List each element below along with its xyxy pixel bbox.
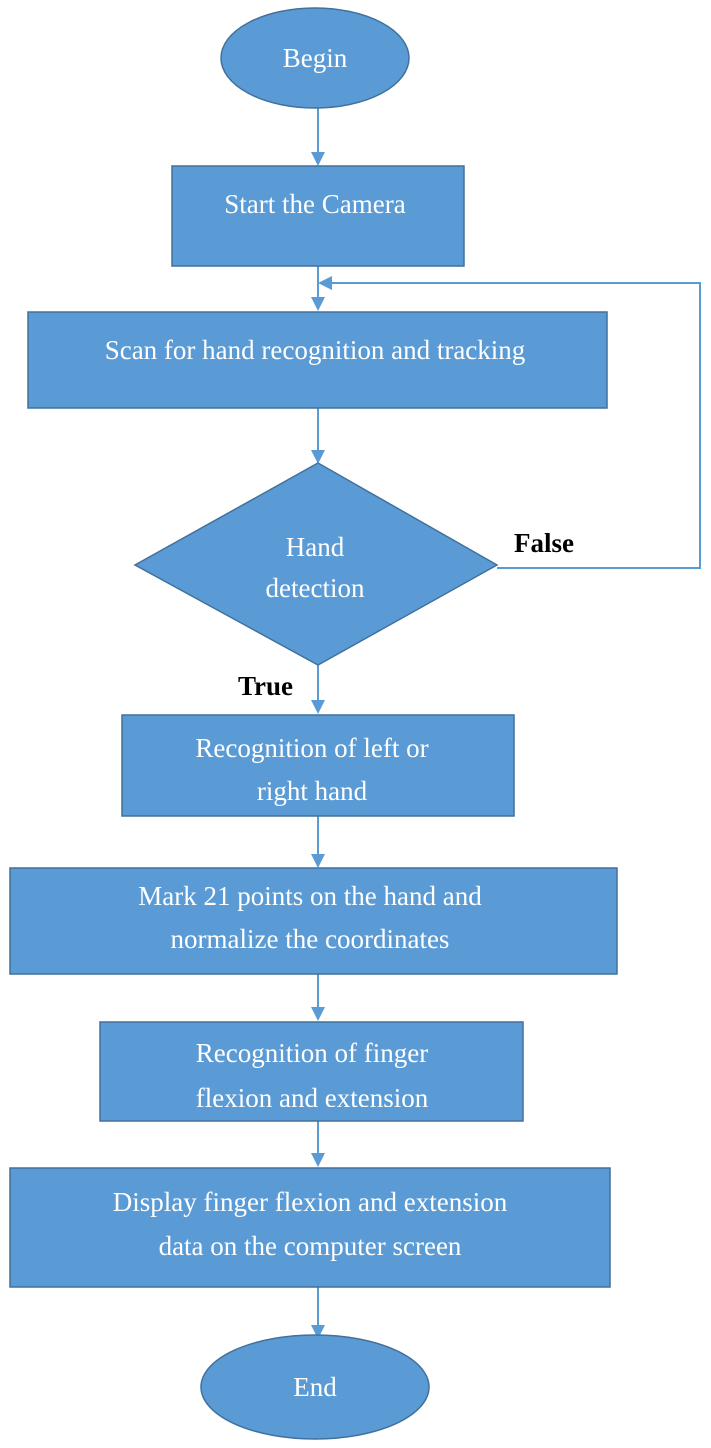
begin-node: Begin <box>220 7 410 109</box>
scan-label: Scan for hand recognition and tracking <box>105 335 526 365</box>
display-box <box>9 1167 611 1288</box>
start-camera-box <box>171 165 465 267</box>
recognition-lr-node: Recognition of left or right hand <box>121 714 515 817</box>
display-label-line2: data on the computer screen <box>159 1231 462 1261</box>
hand-detection-node: Hand detection <box>133 462 499 666</box>
arrowhead <box>318 276 332 290</box>
hand-detection-diamond <box>133 462 499 666</box>
arrowhead <box>311 450 325 464</box>
arrowhead <box>311 700 325 714</box>
arrowhead <box>311 297 325 311</box>
begin-label: Begin <box>283 43 348 73</box>
begin-ellipse <box>220 7 410 109</box>
end-node: End <box>200 1334 430 1440</box>
mark-points-label-line2: normalize the coordinates <box>171 924 450 954</box>
arrowhead <box>311 1325 325 1339</box>
mark-points-box <box>9 867 618 975</box>
end-ellipse <box>200 1334 430 1440</box>
arrowhead <box>311 1007 325 1021</box>
arrowhead <box>311 1153 325 1167</box>
recognition-lr-label-line1: Recognition of left or <box>195 733 428 763</box>
end-label: End <box>293 1372 337 1402</box>
finger-recognition-node: Recognition of finger flexion and extens… <box>99 1021 524 1122</box>
connectors <box>311 108 701 1339</box>
display-node: Display finger flexion and extension dat… <box>9 1167 611 1288</box>
scan-node: Scan for hand recognition and tracking <box>27 311 608 409</box>
hand-detection-label-line1: Hand <box>286 532 345 562</box>
scan-box <box>27 311 608 409</box>
finger-recognition-label-line2: flexion and extension <box>196 1083 429 1113</box>
start-camera-label: Start the Camera <box>224 189 405 219</box>
hand-detection-label-line2: detection <box>266 573 365 603</box>
start-camera-node: Start the Camera <box>171 165 465 267</box>
mark-points-node: Mark 21 points on the hand and normalize… <box>9 867 618 975</box>
connector-false-loop <box>326 282 701 569</box>
finger-recognition-label-line1: Recognition of finger <box>196 1038 428 1068</box>
false-label: False <box>514 528 574 558</box>
finger-recognition-box <box>99 1021 524 1122</box>
display-label-line1: Display finger flexion and extension <box>113 1187 508 1217</box>
true-label: True <box>238 671 293 701</box>
arrowhead <box>311 152 325 166</box>
arrowhead <box>311 854 325 868</box>
recognition-lr-box <box>121 714 515 817</box>
recognition-lr-label-line2: right hand <box>257 776 368 806</box>
mark-points-label-line1: Mark 21 points on the hand and <box>138 881 482 911</box>
